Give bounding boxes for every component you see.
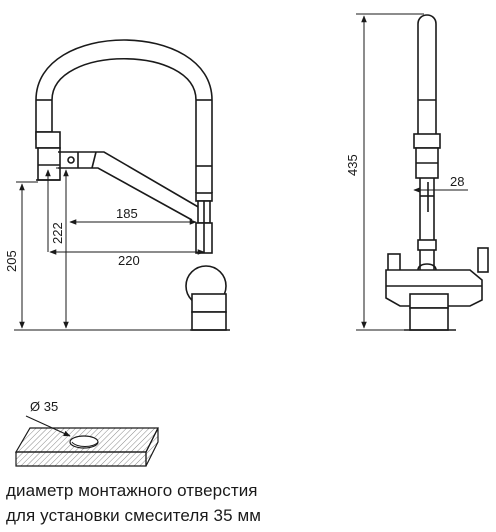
side-dimensions <box>356 13 468 331</box>
front-view <box>35 39 230 331</box>
dim-height-overall: 435 <box>345 154 360 176</box>
dim-hose-diameter: 28 <box>450 174 464 189</box>
side-body <box>385 247 489 331</box>
dim-reach-short: 185 <box>116 206 138 221</box>
mounting-plate <box>14 415 159 467</box>
pull-out-head <box>195 192 213 254</box>
side-spout <box>417 178 437 270</box>
faucet-body <box>185 265 230 331</box>
side-hose <box>413 14 441 179</box>
dim-height-outlet: 222 <box>50 222 65 244</box>
hose-holder <box>35 131 61 181</box>
side-view <box>385 14 489 331</box>
flexible-hose <box>35 39 213 193</box>
caption-line-2: для установки смесителя 35 мм <box>6 506 262 525</box>
dim-hole-diameter: Ø 35 <box>30 399 58 414</box>
caption-line-1: диаметр монтажного отверстия <box>6 481 258 500</box>
dim-height-spout: 205 <box>4 250 19 272</box>
dim-reach-long: 220 <box>118 253 140 268</box>
front-dimensions <box>14 167 205 331</box>
